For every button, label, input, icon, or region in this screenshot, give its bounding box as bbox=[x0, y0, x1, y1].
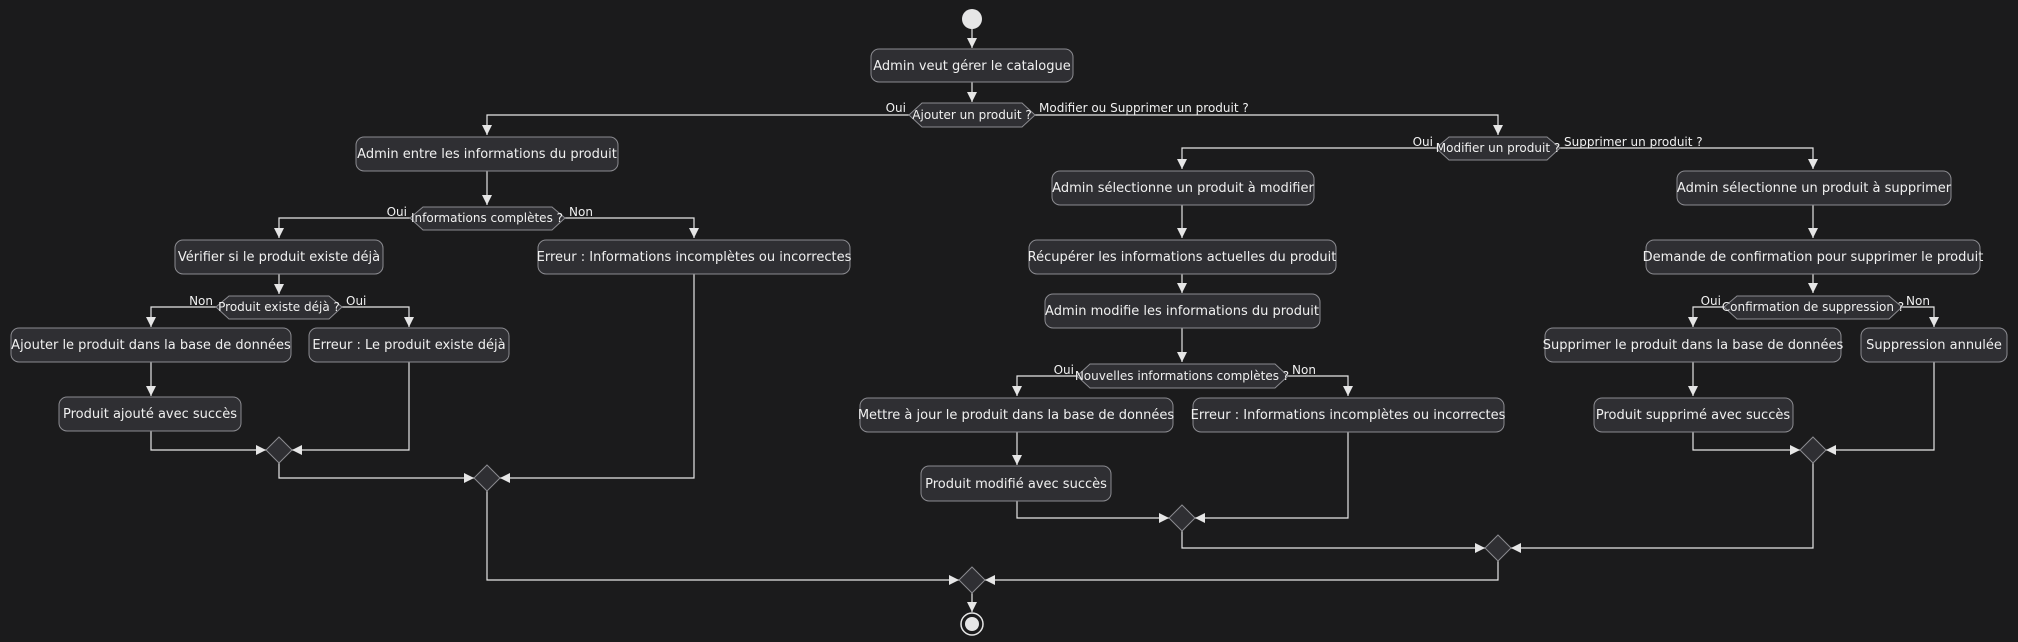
decision-node: Produit existe déjà ? bbox=[215, 295, 343, 320]
action-node: Admin veut gérer le catalogue bbox=[870, 48, 1074, 83]
action-node: Récupérer les informations actuelles du … bbox=[1028, 239, 1337, 275]
decision-label: Informations complètes ? bbox=[411, 211, 563, 225]
action-node: Vérifier si le produit existe déjà bbox=[174, 239, 384, 275]
action-label: Admin veut gérer le catalogue bbox=[873, 59, 1070, 74]
merge-node bbox=[265, 436, 293, 464]
branch-label: Oui bbox=[387, 205, 407, 219]
decision-label: Confirmation de suppression ? bbox=[1722, 300, 1904, 314]
action-node: Ajouter le produit dans la base de donné… bbox=[10, 327, 292, 363]
decision-label: Modifier un produit ? bbox=[1436, 141, 1560, 155]
action-label: Récupérer les informations actuelles du … bbox=[1028, 250, 1337, 265]
action-label: Erreur : Informations incomplètes ou inc… bbox=[1191, 408, 1506, 423]
action-node: Admin entre les informations du produit bbox=[355, 136, 619, 172]
end-node bbox=[960, 612, 984, 636]
decision-label: Nouvelles informations complètes ? bbox=[1075, 369, 1289, 383]
action-label: Demande de confirmation pour supprimer l… bbox=[1643, 250, 1984, 265]
decision-node: Ajouter un produit ? bbox=[908, 102, 1036, 128]
action-label: Ajouter le produit dans la base de donné… bbox=[11, 338, 291, 353]
action-node: Admin modifie les informations du produi… bbox=[1044, 293, 1321, 329]
action-node: Suppression annulée bbox=[1860, 327, 2008, 363]
action-label: Admin entre les informations du produit bbox=[357, 147, 617, 162]
action-label: Admin modifie les informations du produi… bbox=[1045, 304, 1319, 319]
branch-label: Non bbox=[1292, 363, 1316, 377]
branch-labels: Oui Modifier ou Supprimer un produit ? O… bbox=[189, 101, 1930, 377]
branch-label: Oui bbox=[1054, 363, 1074, 377]
branch-label: Oui bbox=[886, 101, 906, 115]
action-label: Admin sélectionne un produit à modifier bbox=[1052, 181, 1314, 196]
branch-label: Oui bbox=[1701, 294, 1721, 308]
decision-label: Produit existe déjà ? bbox=[218, 300, 340, 314]
action-node: Supprimer le produit dans la base de don… bbox=[1543, 327, 1844, 363]
branch-label: Non bbox=[569, 205, 593, 219]
merge-node bbox=[473, 464, 501, 492]
action-label: Admin sélectionne un produit à supprimer bbox=[1677, 181, 1952, 196]
branch-label: Non bbox=[189, 294, 213, 308]
merge-node bbox=[1484, 534, 1512, 562]
action-label: Produit ajouté avec succès bbox=[63, 407, 237, 422]
action-node: Admin sélectionne un produit à modifier bbox=[1051, 170, 1315, 206]
action-label: Supprimer le produit dans la base de don… bbox=[1543, 338, 1844, 353]
action-label: Mettre à jour le produit dans la base de… bbox=[858, 408, 1175, 423]
action-label: Vérifier si le produit existe déjà bbox=[178, 250, 380, 265]
action-node: Produit modifié avec succès bbox=[920, 465, 1112, 502]
action-node: Admin sélectionne un produit à supprimer bbox=[1676, 170, 1952, 206]
decision-node: Confirmation de suppression ? bbox=[1722, 295, 1904, 320]
decision-node: Nouvelles informations complètes ? bbox=[1075, 363, 1289, 389]
action-node: Erreur : Informations incomplètes ou inc… bbox=[537, 239, 852, 275]
action-label: Erreur : Le produit existe déjà bbox=[312, 338, 505, 353]
action-node: Erreur : Informations incomplètes ou inc… bbox=[1191, 397, 1506, 433]
merge-node bbox=[1799, 436, 1827, 464]
arrowheads bbox=[146, 38, 1939, 612]
edges bbox=[150, 28, 1935, 612]
start-node bbox=[962, 9, 982, 29]
decision-label: Ajouter un produit ? bbox=[912, 108, 1031, 122]
action-label: Produit supprimé avec succès bbox=[1596, 408, 1790, 423]
action-node: Produit ajouté avec succès bbox=[58, 396, 242, 432]
action-node: Erreur : Le produit existe déjà bbox=[308, 327, 510, 363]
action-label: Produit modifié avec succès bbox=[925, 477, 1107, 492]
branch-label: Oui bbox=[1413, 135, 1433, 149]
decision-node: Informations complètes ? bbox=[409, 206, 566, 231]
branch-label: Oui bbox=[346, 294, 366, 308]
action-node: Produit supprimé avec succès bbox=[1593, 397, 1794, 433]
merge-node bbox=[1168, 504, 1196, 532]
action-label: Suppression annulée bbox=[1866, 338, 2002, 353]
action-node: Demande de confirmation pour supprimer l… bbox=[1643, 239, 1984, 275]
branch-label: Modifier ou Supprimer un produit ? bbox=[1039, 101, 1249, 115]
branch-label: Supprimer un produit ? bbox=[1564, 135, 1703, 149]
decision-node: Modifier un produit ? bbox=[1435, 136, 1561, 161]
action-node: Mettre à jour le produit dans la base de… bbox=[858, 397, 1175, 433]
merge-node bbox=[958, 566, 986, 594]
action-label: Erreur : Informations incomplètes ou inc… bbox=[537, 250, 852, 265]
branch-label: Non bbox=[1906, 294, 1930, 308]
